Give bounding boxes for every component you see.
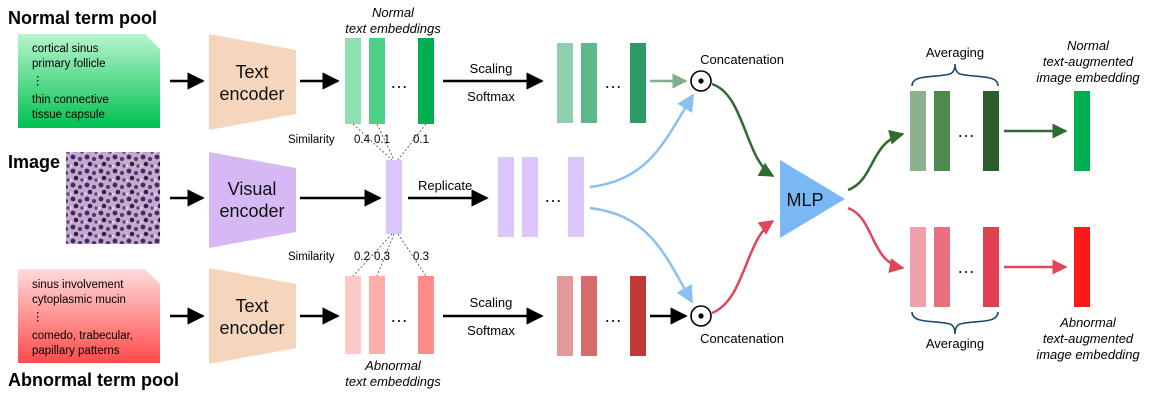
- text-encoder-bottom: [209, 268, 296, 364]
- image-embedding-bar: [386, 160, 402, 234]
- abnormal-term-4: papillary patterns: [32, 345, 120, 357]
- normal-pool-title: Normal term pool: [8, 8, 157, 28]
- mlp-block: [780, 160, 845, 238]
- softmax-top-label: Softmax: [467, 89, 515, 104]
- scaled-normal-bar: [581, 43, 597, 123]
- abnormal-embeddings-label-1: Abnormal: [364, 358, 422, 373]
- normal-term-2: primary follicle: [32, 58, 106, 70]
- normal-augmented-dots: …: [957, 121, 975, 141]
- abnormal-augmented-image-embedding: [1074, 227, 1090, 307]
- abnormal-text-embedding-bar: [345, 276, 361, 354]
- normal-embeddings-label-2: text embeddings: [345, 21, 441, 36]
- similarity-bottom-value: 0.3: [374, 251, 390, 263]
- scaled-abnormal-dots: …: [604, 306, 622, 326]
- arrow-replicated-to-concat-bottom: [589, 206, 694, 304]
- similarity-bottom-label: Similarity: [288, 251, 335, 263]
- replicated-image-embedding-bar: [498, 157, 514, 237]
- arrow-mlp-to-normal-output: [847, 129, 905, 192]
- visual-encoder-line2: encoder: [219, 201, 284, 221]
- scaling-bottom-label: Scaling: [470, 295, 513, 310]
- abnormal-augmented-bar: [983, 227, 999, 307]
- normal-term-1: cortical sinus: [32, 43, 99, 55]
- scaling-top-label: Scaling: [470, 61, 513, 76]
- normal-term-3: thin connective: [32, 94, 109, 106]
- abnormal-output-label-3: image embedding: [1036, 347, 1140, 362]
- normal-embeddings-dots: …: [390, 72, 408, 92]
- abnormal-output-label-1: Abnormal: [1059, 315, 1117, 330]
- replicated-image-embedding-bar: [522, 157, 538, 237]
- abnormal-output-label-2: text-augmented: [1043, 331, 1134, 346]
- normal-augmented-bar: [934, 91, 950, 171]
- replicated-dots: …: [544, 186, 562, 206]
- replicate-label: Replicate: [418, 178, 472, 193]
- normal-embeddings-label-1: Normal: [372, 5, 415, 20]
- scaled-normal-bar: [557, 43, 573, 123]
- normal-augmented-image-embedding: [1074, 91, 1090, 171]
- abnormal-augmented-bar: [910, 227, 926, 307]
- abnormal-text-embedding-bar: [369, 276, 385, 354]
- similarity-bottom-connectors: [352, 233, 427, 277]
- mlp-label: MLP: [786, 190, 823, 210]
- concat-top-dot-icon: [698, 78, 704, 84]
- visual-encoder-line1: Visual: [228, 179, 277, 199]
- scaled-abnormal-bar: [557, 276, 573, 356]
- scaled-normal-bar: [630, 43, 646, 123]
- normal-text-embedding-bar: [345, 38, 361, 124]
- normal-output-label-3: image embedding: [1036, 70, 1140, 85]
- similarity-bottom-value: 0.3: [413, 251, 429, 263]
- text-encoder-bottom-line1: Text: [235, 296, 268, 316]
- histology-image: [66, 152, 160, 244]
- averaging-top-label: Averaging: [926, 45, 984, 60]
- concatenation-top-label: Concatenation: [700, 52, 784, 67]
- normal-text-embedding-bar: [369, 38, 385, 124]
- scaled-abnormal-bar: [581, 276, 597, 356]
- abnormal-augmented-bar: [934, 227, 950, 307]
- abnormal-term-1: sinus involvement: [32, 279, 124, 291]
- normal-output-label-2: text-augmented: [1043, 54, 1134, 69]
- text-encoder-bottom-line2: encoder: [219, 318, 284, 338]
- averaging-bottom-brace: [911, 311, 999, 335]
- replicated-image-embedding-bar: [568, 157, 584, 237]
- softmax-bottom-label: Softmax: [467, 323, 515, 338]
- concatenation-bottom-label: Concatenation: [700, 331, 784, 346]
- abnormal-pool-title: Abnormal term pool: [8, 370, 179, 390]
- normal-output-label-1: Normal: [1067, 38, 1110, 53]
- normal-term-ellipsis: ⋮: [32, 75, 44, 87]
- arrow-concat-bottom-to-mlp: [711, 219, 775, 315]
- abnormal-augmented-dots: …: [957, 257, 975, 277]
- abnormal-term-3: comedo, trabecular,: [32, 330, 133, 342]
- abnormal-embeddings-dots: …: [390, 306, 408, 326]
- normal-term-card: [18, 34, 160, 128]
- averaging-top-brace: [911, 63, 999, 87]
- abnormal-term-card: [18, 269, 160, 363]
- normal-term-4: tissue capsule: [32, 109, 105, 121]
- image-label: Image: [8, 152, 60, 172]
- text-encoder-top-line2: encoder: [219, 84, 284, 104]
- text-encoder-top-line1: Text: [235, 62, 268, 82]
- text-encoder-top: [209, 34, 296, 130]
- normal-augmented-bar: [983, 91, 999, 171]
- concat-bottom-dot-icon: [698, 313, 704, 319]
- averaging-bottom-label: Averaging: [926, 336, 984, 351]
- arrow-mlp-to-abnormal-output: [847, 206, 905, 273]
- abnormal-text-embedding-bar: [418, 276, 434, 354]
- similarity-top-value: 0.1: [413, 134, 429, 146]
- similarity-bottom-value: 0.2: [354, 251, 370, 263]
- normal-text-embedding-bar: [418, 38, 434, 124]
- arrow-concat-top-to-mlp: [711, 82, 775, 178]
- similarity-top-connectors: [352, 123, 427, 161]
- abnormal-term-ellipsis: ⋮: [32, 311, 44, 323]
- similarity-top-value: 0.1: [374, 134, 390, 146]
- visual-encoder: [209, 152, 296, 248]
- abnormal-term-2: cytoplasmic mucin: [32, 294, 126, 306]
- similarity-top-value: 0.4: [354, 134, 371, 146]
- similarity-top-label: Similarity: [288, 134, 335, 146]
- abnormal-embeddings-label-2: text embeddings: [345, 374, 441, 389]
- arrow-replicated-to-concat-top: [589, 93, 695, 189]
- normal-augmented-bar: [910, 91, 926, 171]
- scaled-abnormal-bar: [630, 276, 646, 356]
- scaled-normal-dots: …: [604, 72, 622, 92]
